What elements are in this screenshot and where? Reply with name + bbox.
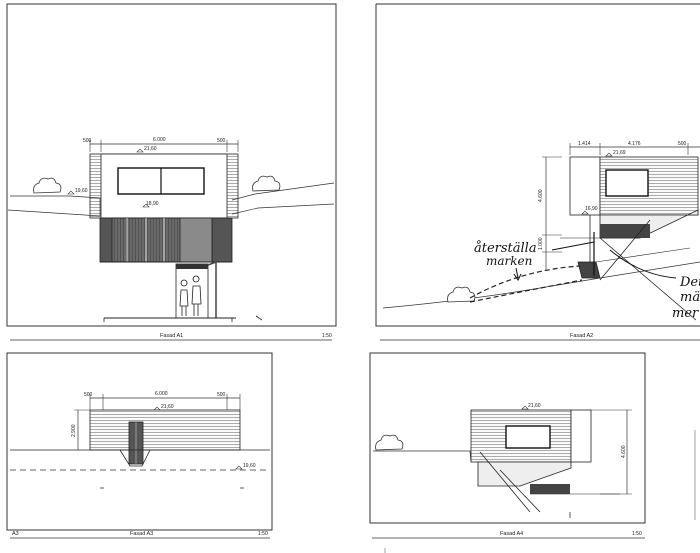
note-line-2: marken (486, 254, 532, 268)
dim-left: 500 (83, 138, 92, 144)
caption-fasad-a4: Fasad A4 (500, 531, 523, 537)
level-terrace: 19,60 (75, 188, 88, 194)
caption-fasad-a3: Fasad A3 (130, 531, 153, 537)
sheet-fasad-a1: 500 6.000 500 21,60 19,60 18,90 (6, 3, 337, 341)
vdim: 2.900 (71, 424, 77, 437)
caption-fasad-a1: Fasad A1 (160, 333, 183, 339)
dim-middle: 4.176 (628, 141, 641, 147)
vdim: 4.600 (621, 445, 627, 458)
sheet-frame (6, 352, 273, 531)
dim-middle: 6.000 (153, 137, 166, 143)
sheet-fasad-a2: 1.414 4.176 500 21,69 4.600 1.000 16,90 (375, 3, 700, 341)
caption-fasad-a2: Fasad A2 (570, 333, 593, 339)
level-floor: 18,90 (146, 201, 159, 207)
dim-right: 500 (678, 141, 687, 147)
window (505, 425, 551, 449)
scale-a1: 1:50 (322, 333, 332, 339)
level-top: 21,60 (528, 403, 541, 409)
note-right-2: mäs (680, 290, 700, 305)
sheet-frame (6, 3, 337, 327)
window (605, 169, 649, 197)
sheet-frame (369, 352, 646, 524)
vdim-lower: 1.000 (538, 237, 544, 250)
bush-icon (447, 286, 476, 303)
sheet-fasad-a4: 21,60 4.600 Fasad A4 1:50 (369, 352, 646, 539)
level-floor: 16,90 (585, 206, 598, 212)
level-ground: 19,60 (243, 463, 256, 469)
level-top: 21,69 (613, 150, 626, 156)
scale-a4: 1:50 (632, 531, 642, 537)
person-icon (179, 279, 189, 316)
dim-middle: 6.000 (155, 391, 168, 397)
note-right-1: Det (679, 275, 700, 290)
level-top: 21,60 (161, 404, 174, 410)
note-line-1: återställa (474, 240, 537, 256)
dim-left: 1.414 (578, 141, 591, 147)
bush-icon (252, 175, 281, 192)
sheet-label-a3: A3 (12, 531, 19, 537)
dim-left: 500 (84, 392, 93, 398)
sheet-frame (375, 3, 700, 327)
level-top: 21,60 (144, 146, 157, 152)
dim-right: 500 (217, 138, 226, 144)
bush-icon (33, 177, 62, 194)
dim-right: 500 (217, 392, 226, 398)
sheet-fasad-a3: 500 6.000 500 21,60 2.900 19,60 A3 Fasad… (6, 352, 273, 539)
bush-icon (375, 434, 404, 451)
note-right-3: mer (672, 306, 699, 321)
person-icon (191, 275, 202, 316)
adjacent-sheet-edge (384, 430, 696, 553)
vdim-upper: 4.600 (538, 189, 544, 202)
scale-a3: 1:50 (258, 531, 268, 537)
